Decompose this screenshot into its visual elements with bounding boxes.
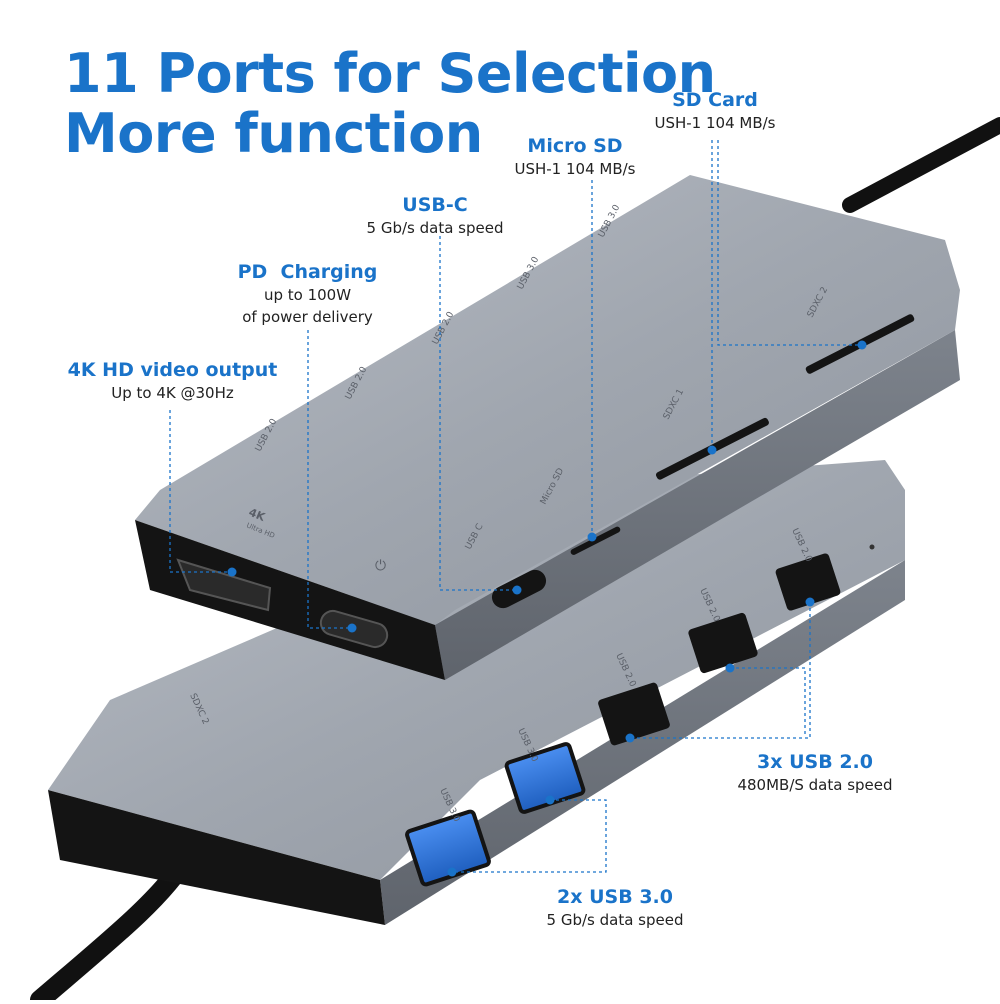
callout-detail: USH-1 104 MB/s <box>514 160 636 178</box>
callout-micro-sd: Micro SD USH-1 104 MB/s <box>475 134 675 180</box>
usb2-port-1[interactable] <box>597 682 671 747</box>
callout-title: 4K HD video output <box>67 359 278 381</box>
leader-dots <box>227 340 867 877</box>
callout-detail: 5 Gb/s data speed <box>546 911 684 929</box>
callout-title: 2x USB 3.0 <box>557 886 673 908</box>
callout-title: Micro SD <box>527 135 623 157</box>
cable-bottom <box>30 850 195 1004</box>
cable-top <box>842 117 1000 213</box>
callout-sd-card: SD Card USH-1 104 MB/s <box>615 88 815 134</box>
callout-detail-2: of power delivery <box>242 308 373 326</box>
status-led <box>869 544 875 550</box>
leader-usb3 <box>452 799 607 873</box>
callout-usb-c: USB-C 5 Gb/s data speed <box>335 193 535 239</box>
callout-detail-1: up to 100W <box>263 286 352 304</box>
callout-detail: 480MB/S data speed <box>737 776 893 794</box>
usb2-port-3[interactable] <box>775 552 842 611</box>
callout-title: USB-C <box>402 194 468 216</box>
callout-title: 3x USB 2.0 <box>757 751 873 773</box>
upper-hub-top-face <box>135 175 960 625</box>
callout-pd-charging: PD Charging up to 100W of power delivery <box>200 260 415 328</box>
micro-sd-slot[interactable] <box>570 526 622 556</box>
callout-detail: 5 Gb/s data speed <box>366 219 504 237</box>
lower-hub-top-face <box>48 460 905 880</box>
lower-hub: USB 3.0 USB 3.0 USB 2.0 USB 2.0 USB 2.0 … <box>48 460 905 925</box>
leader-sd-card <box>717 140 862 346</box>
headline-line-1: 11 Ports for Selection <box>64 42 716 105</box>
callout-detail: USH-1 104 MB/s <box>654 114 776 132</box>
callout-usb3: 2x USB 3.0 5 Gb/s data speed <box>510 885 720 931</box>
headline: 11 Ports for Selection More function <box>64 44 716 164</box>
lower-hub-side-face <box>380 560 905 925</box>
callout-detail: Up to 4K @30Hz <box>111 384 234 402</box>
plug-icon: ⏻ <box>375 558 386 574</box>
upper-hub: 4K Ultra HD ⏻ USB 2.0 USB 2.0 USB 2.0 US… <box>135 175 960 680</box>
leader-usb2-b <box>730 667 806 735</box>
callout-usb2: 3x USB 2.0 480MB/S data speed <box>700 750 930 796</box>
port-label-4k: 4K <box>247 506 267 524</box>
callout-title: PD Charging <box>237 261 378 283</box>
usb3-port-1[interactable] <box>405 809 491 887</box>
headline-line-2: More function <box>64 102 483 165</box>
usb2-port-2[interactable] <box>687 612 758 674</box>
upper-hub-side-face <box>435 330 960 680</box>
leader-usb-c <box>439 236 517 591</box>
leader-lines <box>169 140 862 873</box>
lower-hub-end-bezel <box>48 790 385 925</box>
callout-4k-video: 4K HD video output Up to 4K @30Hz <box>40 358 305 404</box>
callout-title: SD Card <box>672 89 758 111</box>
leader-4k <box>169 410 232 573</box>
